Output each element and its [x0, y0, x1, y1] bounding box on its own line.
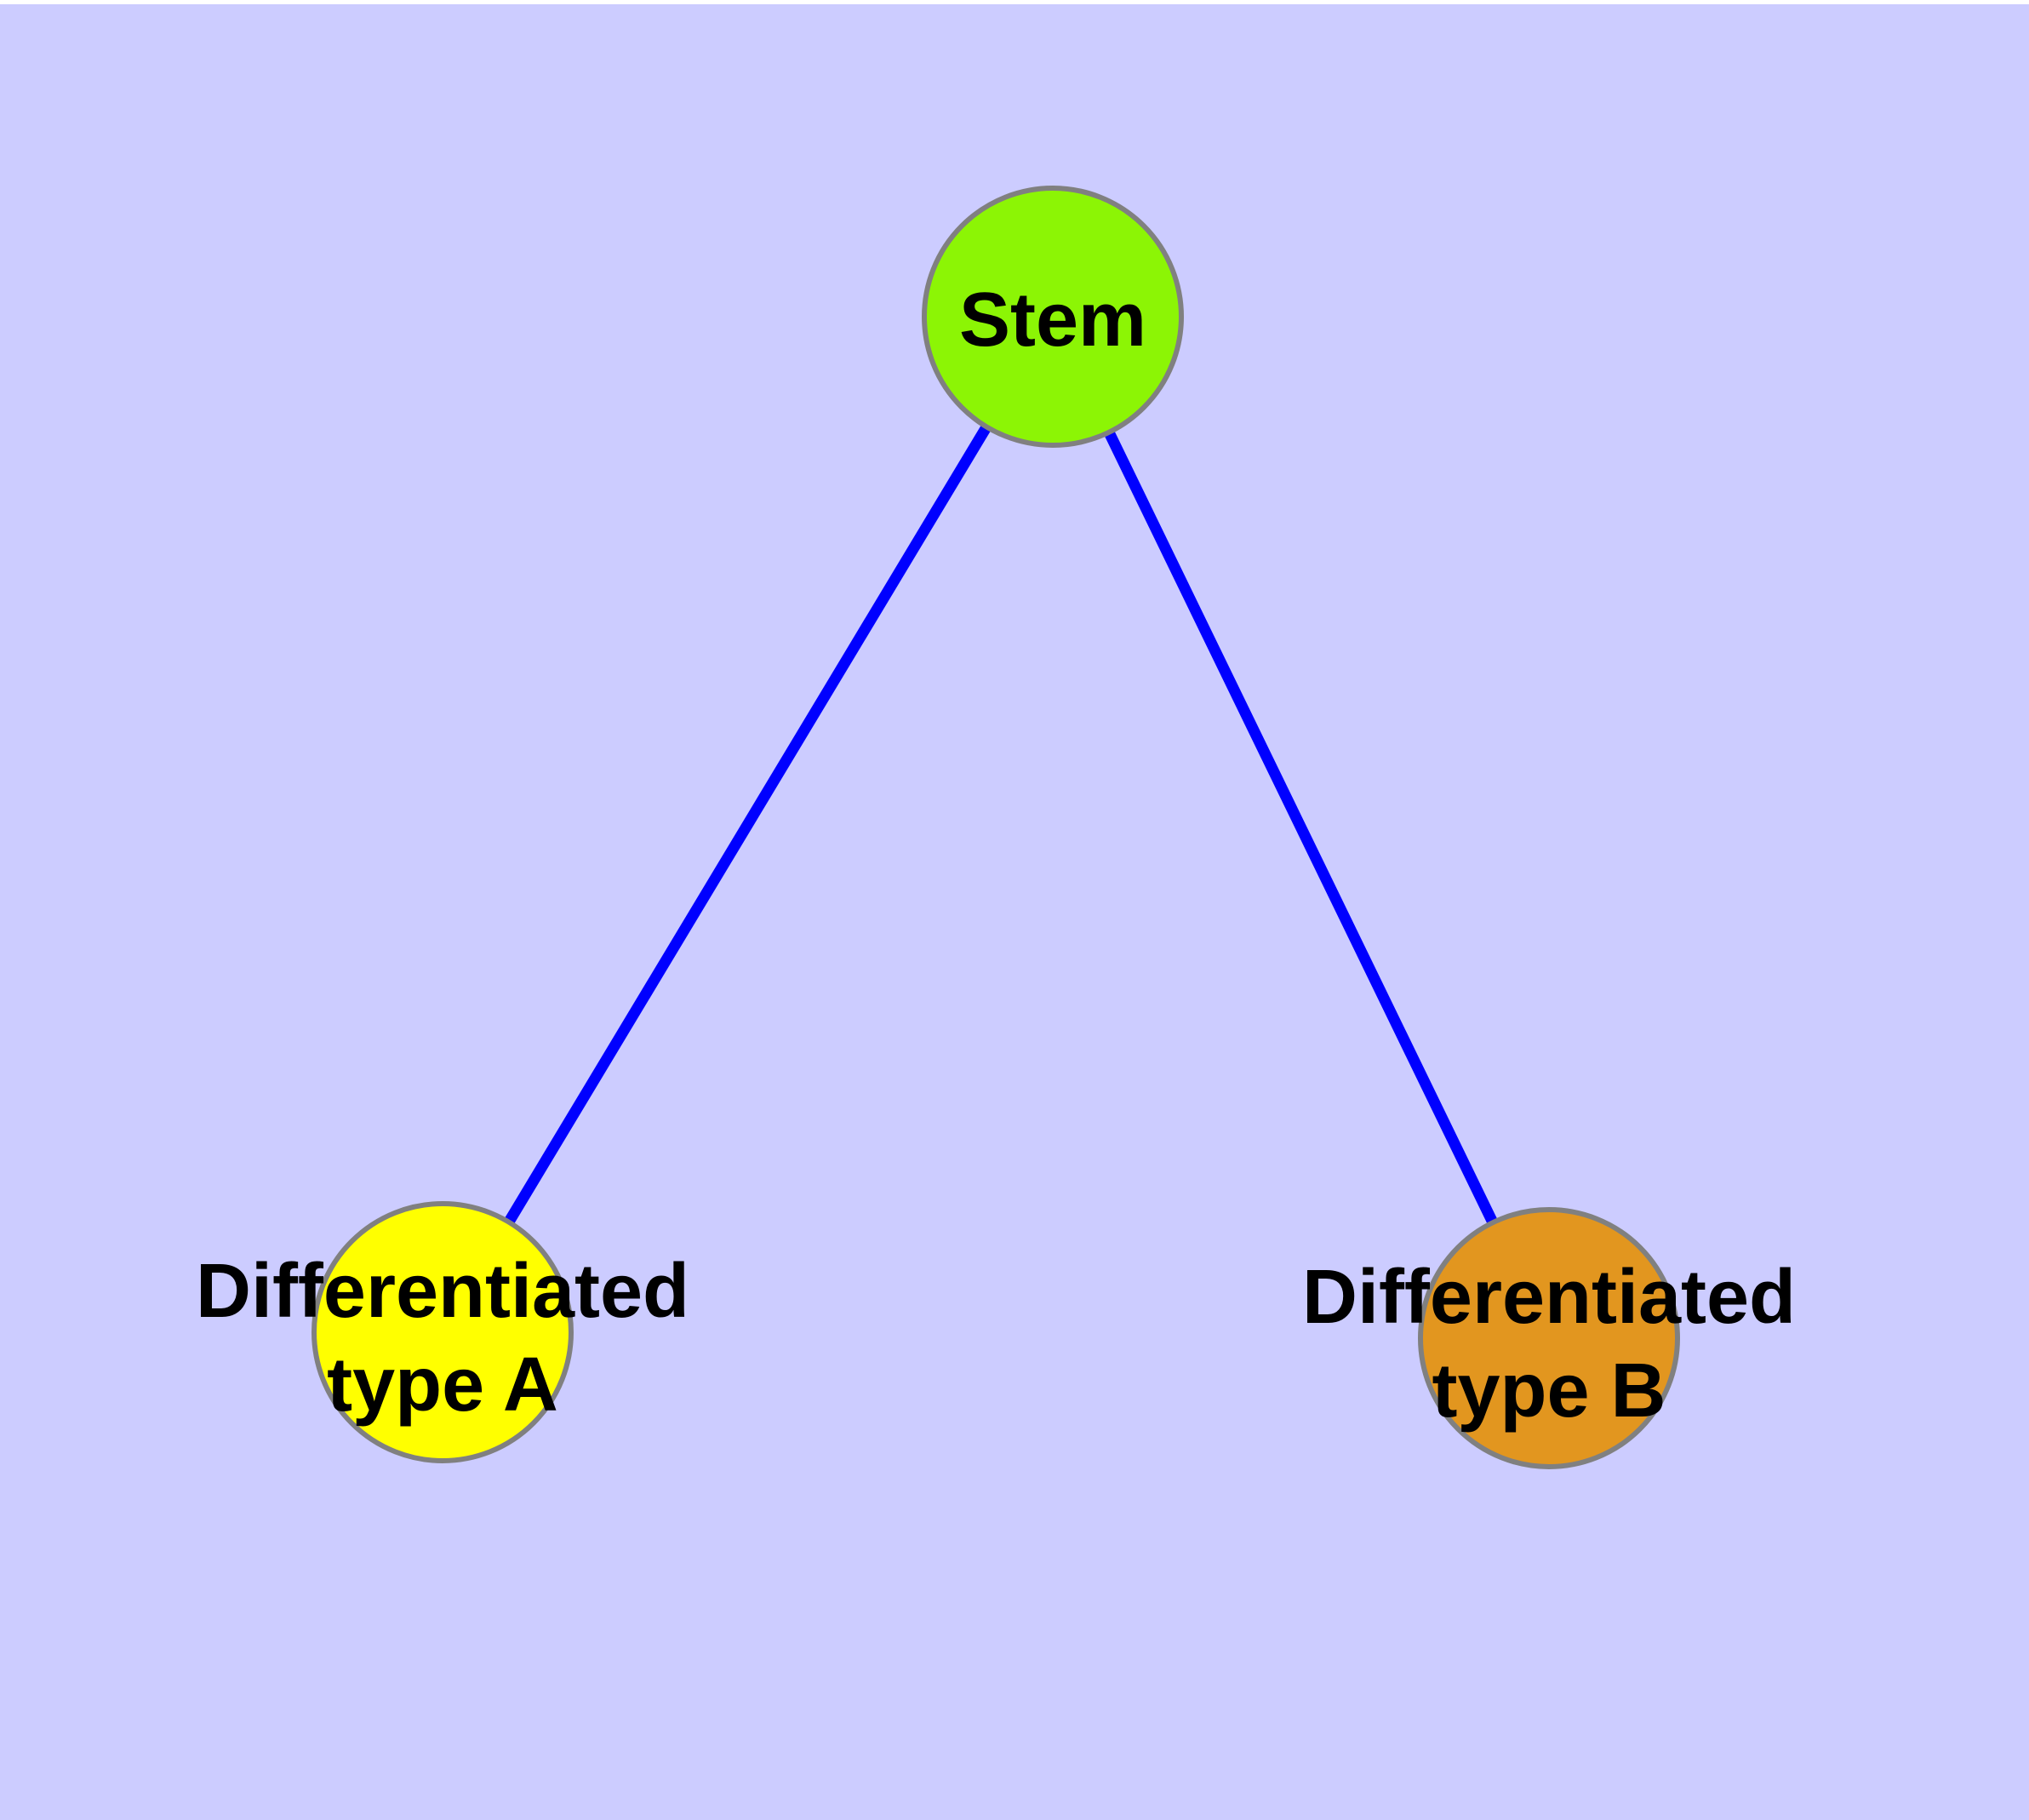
edge-stem-to-type-a [437, 313, 1058, 1336]
node-stem [922, 186, 1184, 448]
node-differentiated-type-b [1418, 1207, 1680, 1469]
node-differentiated-type-a [311, 1201, 574, 1463]
node-type-a-label-line2: type A [327, 1342, 558, 1428]
edge-stem-to-type-b [1048, 314, 1554, 1341]
node-stem-label: Stem [959, 278, 1146, 363]
node-type-b-label-line1: Differentiated [1302, 1255, 1796, 1340]
node-type-a-label-line1: Differentiated [196, 1249, 689, 1334]
node-type-b-label-line2: type B [1432, 1348, 1666, 1434]
